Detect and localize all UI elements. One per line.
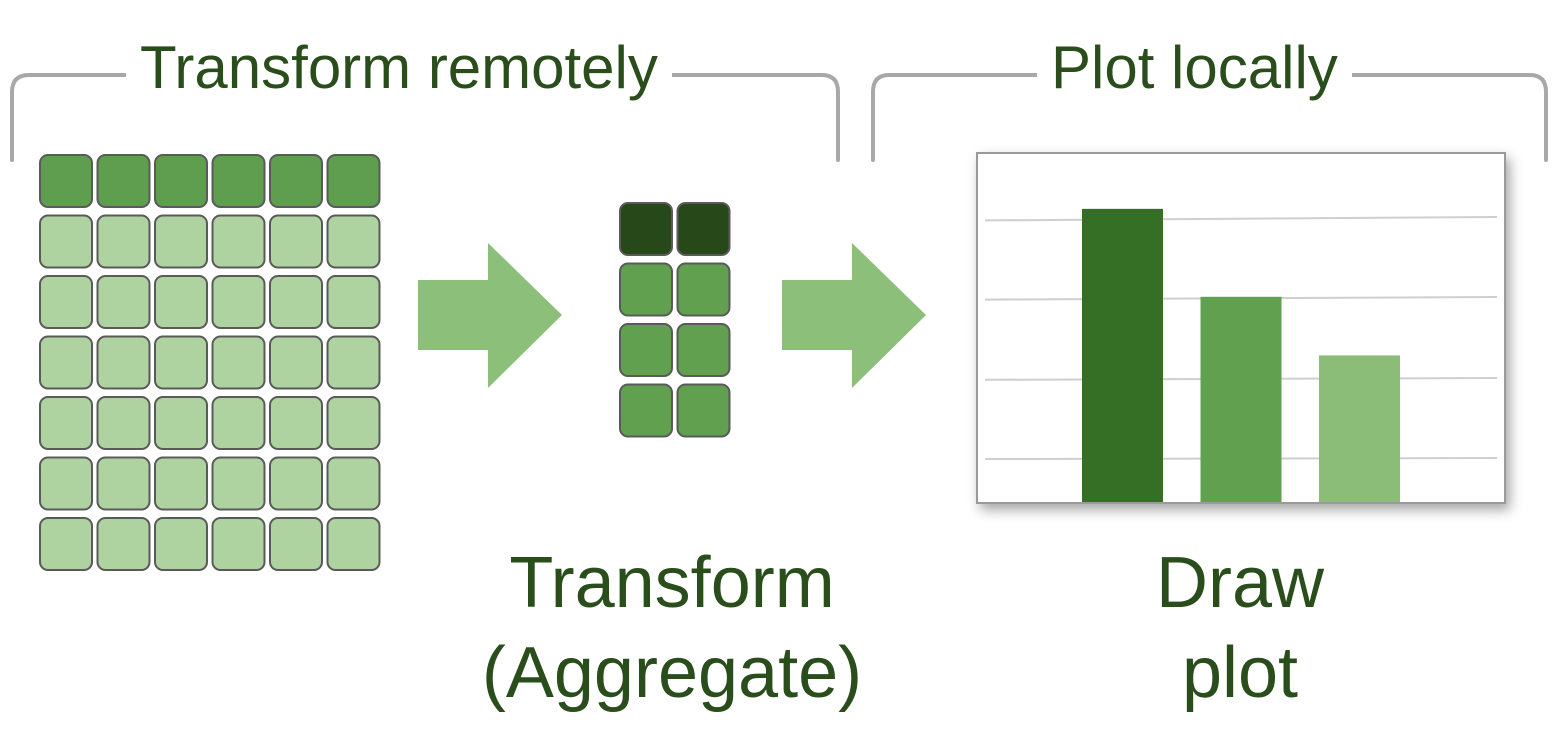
data-cell [211, 517, 266, 571]
data-cell [619, 323, 673, 377]
data-cell [326, 456, 381, 511]
aggregated-table [619, 202, 731, 438]
data-cell [96, 517, 151, 571]
draw-plot-caption-line2: plot [1181, 633, 1299, 713]
header-cell [39, 154, 93, 208]
chart-bars [1082, 208, 1400, 502]
data-cell [39, 396, 93, 450]
header-cell [96, 154, 151, 208]
transform-remotely-label: Transform remotely [126, 28, 672, 108]
data-cell [269, 517, 323, 571]
data-cell [211, 456, 266, 511]
draw-plot-caption-line1: Draw [1155, 543, 1324, 623]
data-cell [154, 517, 208, 571]
header-cell [676, 202, 731, 256]
chart-bar [1319, 355, 1400, 502]
transform-caption: Transform (Aggregate) [472, 538, 872, 718]
data-cell [154, 275, 208, 329]
data-cell [211, 335, 266, 390]
data-cell [326, 335, 381, 390]
data-cell [96, 335, 151, 390]
bar-chart [976, 152, 1506, 504]
transform-caption-line2: (Aggregate) [481, 633, 863, 713]
draw-plot-caption: Draw plot [1090, 538, 1390, 718]
data-cell [211, 214, 266, 269]
gridline [984, 216, 1498, 222]
data-cell [154, 396, 208, 450]
header-cell [619, 202, 673, 256]
data-cell [154, 456, 208, 511]
data-cell [269, 214, 323, 269]
data-cell [619, 262, 673, 317]
data-cell [39, 335, 93, 390]
data-cell [326, 517, 381, 571]
data-cell [154, 335, 208, 390]
data-cell [676, 383, 731, 438]
data-cell [211, 275, 266, 329]
transform-caption-line1: Transform [509, 543, 835, 623]
data-cell [39, 456, 93, 511]
chart-bar [1200, 296, 1282, 502]
data-cell [39, 275, 93, 329]
data-cell [269, 396, 323, 450]
data-cell [269, 456, 323, 511]
data-cell [676, 262, 731, 317]
plot-arrow-icon [782, 243, 926, 388]
header-cell [326, 154, 381, 208]
data-cell [326, 396, 381, 450]
header-cell [154, 154, 208, 208]
plot-locally-label: Plot locally [1037, 28, 1352, 108]
data-cell [326, 275, 381, 329]
data-cell [619, 383, 673, 438]
data-cell [96, 456, 151, 511]
data-cell [269, 275, 323, 329]
data-cell [676, 323, 731, 377]
data-cell [154, 214, 208, 269]
data-cell [39, 517, 93, 571]
data-cell [96, 275, 151, 329]
data-cell [96, 214, 151, 269]
header-cell [269, 154, 323, 208]
data-cell [269, 335, 323, 390]
header-cell [211, 154, 266, 208]
data-cell [96, 396, 151, 450]
chart-bar [1082, 208, 1163, 502]
data-cell [326, 214, 381, 269]
data-cell [39, 214, 93, 269]
raw-data-table [39, 154, 381, 571]
data-cell [211, 396, 266, 450]
transform-arrow-icon [418, 243, 562, 388]
